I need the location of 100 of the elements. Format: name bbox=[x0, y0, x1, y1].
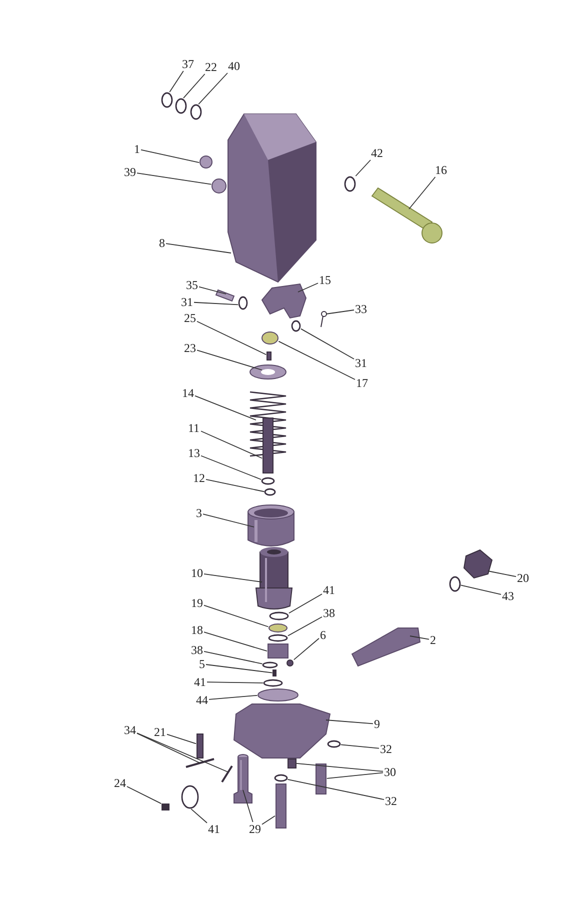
leader-line bbox=[140, 149, 200, 163]
fitting-drawing bbox=[212, 178, 226, 194]
callout-number: 29 bbox=[249, 823, 261, 835]
leader-line bbox=[200, 430, 263, 459]
leader-line bbox=[288, 616, 322, 636]
o-ring-drawing bbox=[161, 92, 173, 108]
washer-drawing bbox=[327, 740, 341, 748]
leader-line bbox=[326, 310, 354, 314]
leader-line bbox=[278, 340, 356, 380]
callout-number: 38 bbox=[191, 644, 203, 656]
callout-number: 35 bbox=[186, 279, 198, 291]
sleeve-drawing bbox=[258, 688, 298, 702]
callout-number: 12 bbox=[193, 472, 205, 484]
stud-drawing bbox=[288, 758, 296, 768]
callout-number: 3 bbox=[196, 507, 202, 519]
leader-line bbox=[206, 682, 264, 684]
leader-line bbox=[206, 479, 265, 492]
callout-number: 2 bbox=[430, 634, 436, 646]
leader-line bbox=[198, 72, 228, 105]
callout-number: 18 bbox=[191, 624, 203, 636]
nut-drawing bbox=[162, 804, 170, 810]
leader-line bbox=[208, 694, 258, 700]
o-ring-drawing bbox=[262, 662, 278, 668]
leader-line bbox=[287, 778, 384, 800]
leader-line bbox=[126, 786, 162, 804]
leader-line bbox=[194, 395, 256, 420]
callout-number: 31 bbox=[181, 296, 193, 308]
leader-line bbox=[326, 772, 384, 779]
shaft-drawing bbox=[351, 628, 421, 667]
callout-number: 22 bbox=[205, 61, 217, 73]
valve-body-drawing bbox=[233, 704, 331, 758]
callout-number: 16 bbox=[435, 164, 447, 176]
callout-number: 37 bbox=[182, 58, 194, 70]
o-ring-drawing bbox=[268, 634, 288, 642]
callout-number: 41 bbox=[194, 676, 206, 688]
callout-number: 8 bbox=[159, 237, 165, 249]
callout-number: 20 bbox=[517, 572, 529, 584]
leader-line bbox=[202, 514, 254, 528]
leader-line bbox=[488, 570, 516, 578]
leader-line bbox=[196, 320, 267, 356]
o-ring-drawing bbox=[269, 612, 289, 620]
callout-number: 13 bbox=[188, 447, 200, 459]
callout-number: 19 bbox=[191, 597, 203, 609]
bolt-drawing bbox=[371, 187, 442, 244]
leader-line bbox=[293, 638, 320, 660]
leader-line bbox=[296, 762, 384, 772]
leader-line bbox=[204, 632, 268, 652]
callout-number: 32 bbox=[385, 795, 397, 807]
washer-drawing bbox=[264, 488, 276, 496]
callout-number: 41 bbox=[208, 823, 220, 835]
washer-drawing bbox=[268, 624, 288, 632]
leader-line bbox=[136, 732, 200, 764]
leader-line bbox=[166, 243, 232, 254]
cup-drawing bbox=[248, 504, 294, 546]
callout-number: 34 bbox=[124, 724, 136, 736]
leader-line bbox=[460, 584, 502, 595]
callout-number: 32 bbox=[380, 743, 392, 755]
o-ring-drawing bbox=[263, 679, 283, 687]
leader-line bbox=[204, 574, 262, 582]
valve-seat-drawing bbox=[268, 644, 288, 658]
washer-drawing bbox=[274, 774, 288, 782]
callout-number: 43 bbox=[502, 590, 514, 602]
leader-line bbox=[194, 302, 239, 306]
plug-drawing bbox=[463, 549, 493, 579]
leader-line bbox=[300, 328, 354, 360]
callout-number: 15 bbox=[319, 274, 331, 286]
cotter-pin-drawing bbox=[186, 758, 214, 768]
cotter-pin-drawing bbox=[320, 311, 327, 328]
rod-drawing bbox=[262, 418, 274, 474]
sleeve-drawing bbox=[256, 547, 292, 610]
washer-drawing bbox=[250, 364, 286, 380]
leader-line bbox=[136, 172, 212, 185]
callout-number: 42 bbox=[371, 147, 383, 159]
o-ring-drawing bbox=[261, 477, 275, 485]
bolt-drawing bbox=[234, 754, 252, 804]
callout-number: 31 bbox=[355, 357, 367, 369]
housing-drawing bbox=[228, 114, 316, 283]
leader-line bbox=[340, 744, 380, 749]
leader-line bbox=[355, 160, 371, 176]
callout-number: 33 bbox=[355, 303, 367, 315]
callout-number: 21 bbox=[154, 726, 166, 738]
leader-line bbox=[242, 790, 254, 822]
pin-drawing bbox=[215, 289, 235, 302]
bolt-drawing bbox=[276, 784, 286, 828]
callout-number: 1 bbox=[134, 143, 140, 155]
o-ring-drawing bbox=[190, 104, 202, 120]
callout-number: 24 bbox=[114, 777, 126, 789]
leader-line bbox=[196, 350, 262, 370]
leader-line bbox=[298, 282, 318, 292]
leader-line bbox=[169, 70, 184, 92]
callout-number: 44 bbox=[196, 694, 208, 706]
washer-drawing bbox=[238, 296, 248, 310]
leader-line bbox=[288, 594, 322, 614]
pin-drawing bbox=[196, 734, 204, 758]
callout-number: 5 bbox=[199, 658, 205, 670]
leader-line bbox=[200, 455, 262, 480]
callout-number: 11 bbox=[188, 422, 200, 434]
leader-line bbox=[198, 286, 226, 294]
callout-number: 38 bbox=[323, 607, 335, 619]
o-ring-drawing bbox=[175, 98, 187, 114]
